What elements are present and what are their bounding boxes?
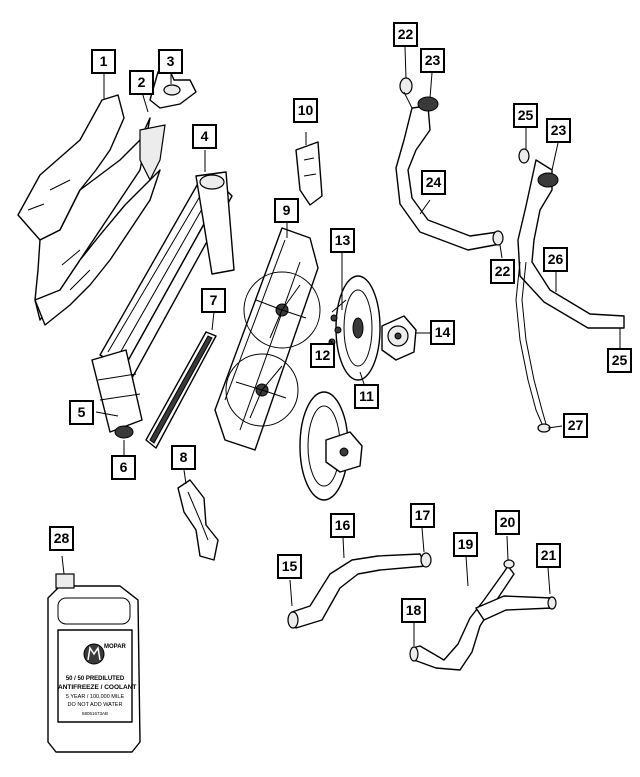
jug-line-5: 68051673AB (81, 711, 109, 716)
lower-bracket (177, 479, 219, 561)
callout-2: 2 (129, 70, 154, 95)
callout-18: 18 (401, 598, 426, 623)
cooling-fan-upper (335, 275, 381, 381)
shroud-bracket (295, 141, 323, 206)
callout-26: 26 (543, 247, 568, 272)
callout-6: 6 (111, 455, 136, 480)
fan-shroud (214, 227, 321, 451)
upper-hose-24 (395, 77, 504, 251)
callout-1: 1 (91, 49, 116, 74)
callout-25: 25 (513, 103, 538, 128)
callout-15: 15 (277, 554, 302, 579)
jug-brand: MOPAR (104, 644, 126, 650)
cooling-fan-lower (299, 391, 363, 501)
callout-9: 9 (274, 198, 299, 223)
callout-16: 16 (330, 513, 355, 538)
callout-23-b: 23 (546, 118, 571, 143)
fan-motor (381, 315, 417, 361)
lower-hose-16 (287, 552, 432, 629)
side-seal (145, 331, 217, 449)
callout-24: 24 (421, 170, 446, 195)
callout-22-b: 22 (490, 259, 515, 284)
jug-line-3: 5 YEAR / 100,000 MILE (65, 694, 125, 700)
callout-11: 11 (354, 384, 379, 409)
radiator (91, 171, 235, 439)
lower-hose-19 (409, 559, 557, 671)
coolant-jug (47, 573, 141, 753)
callout-4: 4 (192, 124, 217, 149)
callout-12: 12 (310, 343, 335, 368)
callout-23: 23 (420, 48, 445, 73)
heater-hose-26 (515, 148, 625, 433)
jug-line-4: DO NOT ADD WATER (67, 702, 123, 708)
callout-27: 27 (563, 413, 588, 438)
callout-3: 3 (158, 49, 183, 74)
callout-22: 22 (393, 22, 418, 47)
callout-28: 28 (49, 526, 74, 551)
air-seal-panel (17, 94, 166, 326)
callout-10: 10 (293, 98, 318, 123)
callout-13: 13 (330, 228, 355, 253)
jug-line-1: 50 / 50 PREDILUTED (65, 676, 125, 682)
callout-20: 20 (495, 510, 520, 535)
callout-8: 8 (171, 445, 196, 470)
callout-7: 7 (201, 288, 226, 313)
callout-25-b: 25 (607, 348, 632, 373)
callout-21: 21 (536, 543, 561, 568)
callout-14: 14 (430, 320, 455, 345)
callout-19: 19 (453, 532, 478, 557)
jug-line-2: ANTIFREEZE / COOLANT (58, 684, 137, 691)
callout-17: 17 (410, 503, 435, 528)
callout-5: 5 (69, 400, 94, 425)
